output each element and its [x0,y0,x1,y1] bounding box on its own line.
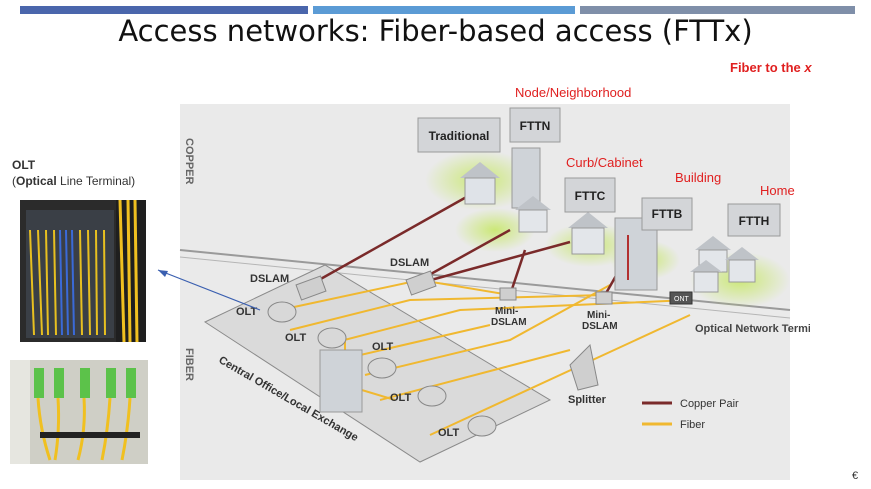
olt-label-2: OLT [285,332,306,344]
olt-label-1: OLT [236,306,257,318]
slide-title: Access networks: Fiber-based access (FTT… [118,14,753,48]
ont-device-icon: ONT Optical Network Terminal [669,291,810,335]
mini-dslam-label-2a: Mini- [587,310,610,321]
ftth-label: FTTH [739,214,770,228]
olt-title: OLT [12,158,36,172]
splitter-label: Splitter [568,394,607,406]
fiber-to-the-x-var: x [804,60,812,75]
mini-dslam-device-2: Mini- DSLAM [582,291,618,332]
ftth-box: FTTH [727,203,781,237]
olt-rack-photo [20,200,146,342]
fiber-side-label: FIBER [183,348,195,381]
mini-dslam-label-1a: Mini- [495,306,518,317]
mini-dslam-device-1: Mini- DSLAM [491,287,527,328]
fttb-label: FTTB [652,207,683,221]
dslam-label-1: DSLAM [250,273,289,285]
olt-subtitle: (Optical Line Terminal) [12,174,135,188]
building-label: Building [675,170,722,185]
fttn-house-icon [515,196,551,233]
olt-node-1: OLT [236,301,297,323]
mini-dslam-label-2b: DSLAM [582,321,618,332]
dslam-device-1: DSLAM [250,273,327,301]
ont-box-label: ONT [674,296,690,303]
dslam-label-2: DSLAM [390,257,429,269]
fttc-box: FTTC [564,177,616,213]
fttx-diagram: Traditional FTTN FTTC FTTB FTTH COPPER F… [157,104,810,480]
olt-label-5: OLT [438,427,459,439]
page-mark: € [852,470,859,482]
curb-cabinet-label: Curb/Cabinet [566,155,643,170]
title-accent-bar-1 [20,6,308,14]
olt-node-3: OLT [367,341,397,379]
ftth-houses-icon [690,236,759,293]
home-label: Home [760,183,795,198]
copper-side-label: COPPER [183,138,195,185]
title-accent-bar-2 [313,6,575,14]
olt-subtitle-open: ( [12,174,16,188]
olt-node-4: OLT [390,385,447,407]
node-neighborhood-label: Node/Neighborhood [515,85,632,100]
olt-label-4: OLT [390,392,411,404]
dslam-device-2: DSLAM [390,257,437,296]
olt-pointer-arrowhead [158,270,168,277]
fttc-house-icon [568,212,608,255]
traditional-box: Traditional [417,117,501,153]
olt-subtitle-bold: Optical [16,174,57,188]
fttb-box: FTTB [641,197,693,231]
fttn-box: FTTN [509,107,561,143]
traditional-house-icon [460,162,500,205]
fiber-to-the-x-label: Fiber to the x [730,60,812,75]
mini-dslam-label-1b: DSLAM [491,317,527,328]
legend-copper-label: Copper Pair [680,398,739,410]
legend-fiber-label: Fiber [680,419,705,431]
splitter-icon: Splitter [568,343,607,406]
olt-pointer-arrow [157,269,261,311]
fiber-distribution-photo [10,360,148,464]
olt-subtitle-rest: Line Terminal) [56,174,136,188]
fiber-to-the-prefix: Fiber to the [730,60,805,75]
olt-node-5: OLT [438,415,497,439]
olt-label-3: OLT [372,341,393,353]
fttn-label: FTTN [520,119,551,133]
olt-node-2: OLT [285,327,347,349]
traditional-label: Traditional [429,129,490,143]
ont-label: Optical Network Terminal [695,323,810,335]
title-accent-bar-3 [580,6,855,14]
fttc-label: FTTC [575,189,606,203]
legend: Copper Pair Fiber [642,398,739,431]
central-office-building-icon [319,349,363,413]
